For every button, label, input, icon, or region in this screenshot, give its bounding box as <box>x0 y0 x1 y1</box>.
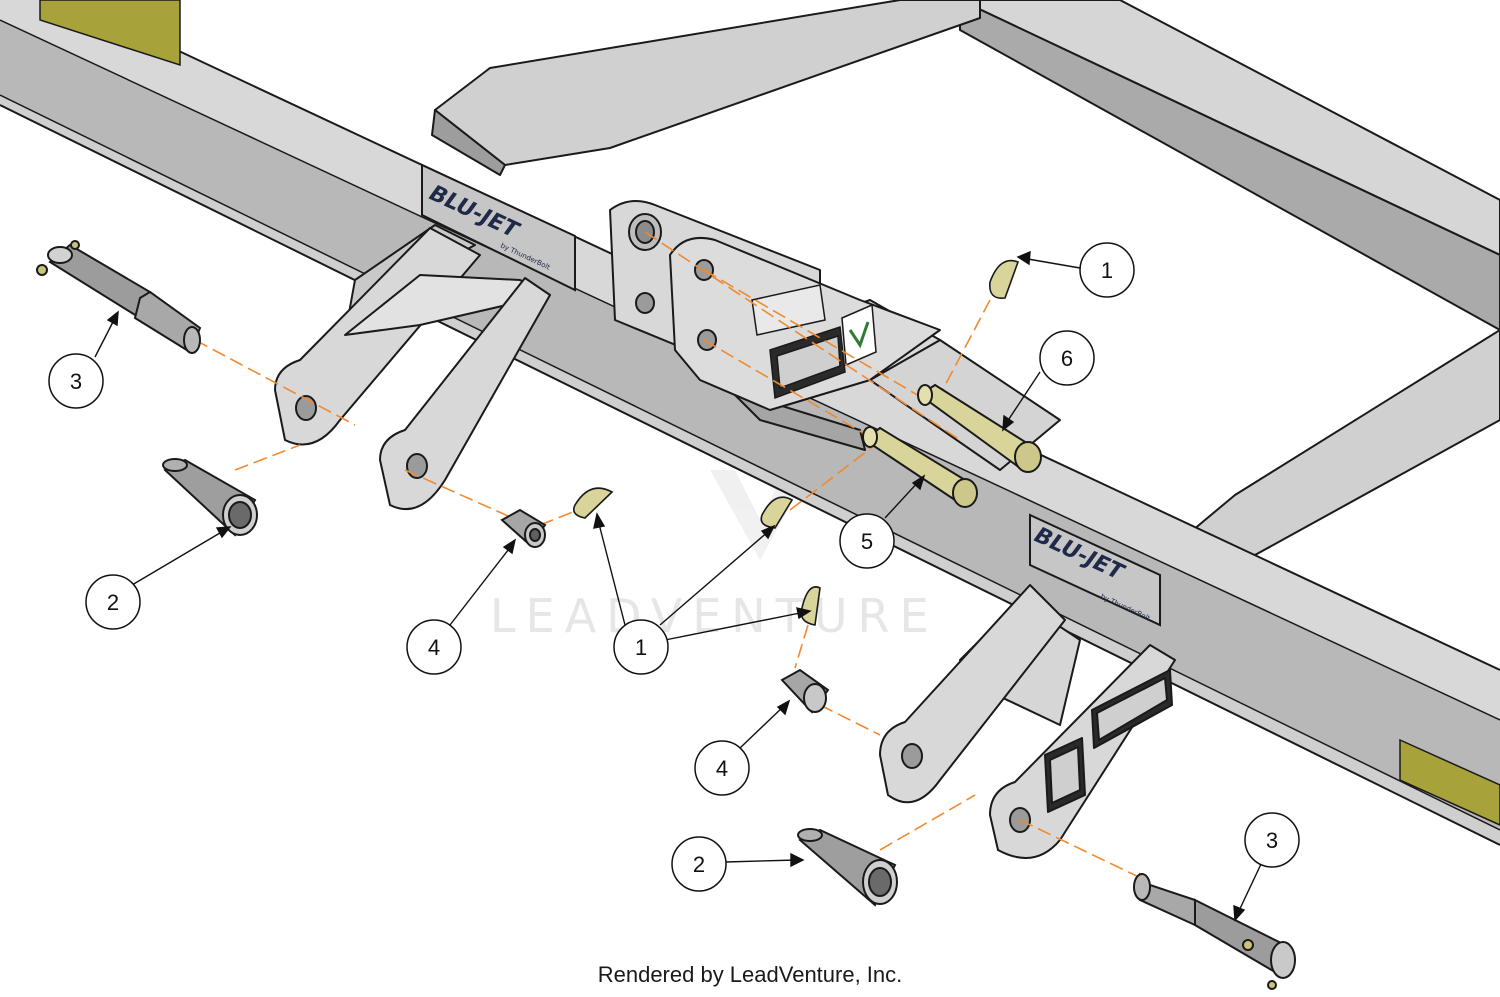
svg-text:1: 1 <box>1101 258 1113 283</box>
bushing-2-right <box>797 828 898 907</box>
watermark-text: LEADVENTURE <box>490 589 939 643</box>
upper-cross-member <box>431 0 981 176</box>
reflector-right <box>1399 738 1500 826</box>
callout-2-right: 2 <box>671 836 727 892</box>
svg-text:4: 4 <box>716 756 728 781</box>
callout-1-top: 1 <box>1079 242 1135 298</box>
callout-4-right: 4 <box>694 740 750 796</box>
right-arm-front <box>989 644 1176 859</box>
lynch-pin-1-top <box>988 259 1020 299</box>
pin-3-left <box>36 240 202 354</box>
callout-6: 6 <box>1039 330 1095 386</box>
pin-3-right <box>1133 872 1296 990</box>
spacer-4-left <box>500 508 547 548</box>
lower-cross-member <box>1171 329 1500 573</box>
svg-text:6: 6 <box>1061 346 1073 371</box>
lynch-pin-1-center <box>760 496 794 529</box>
rear-frame-rail <box>959 0 1500 331</box>
callout-5: 5 <box>839 513 895 569</box>
callout-3-left: 3 <box>48 353 104 409</box>
callout-2-left: 2 <box>85 574 141 630</box>
svg-text:2: 2 <box>107 590 119 615</box>
svg-text:1: 1 <box>635 635 647 660</box>
callout-4-left: 4 <box>406 619 462 675</box>
bushing-2-left <box>162 458 258 537</box>
svg-text:4: 4 <box>428 635 440 660</box>
svg-text:3: 3 <box>1266 828 1278 853</box>
svg-text:2: 2 <box>693 852 705 877</box>
spacer-4-right <box>780 668 830 714</box>
lynch-pin-1-left <box>572 487 614 519</box>
hitch-decals <box>751 284 877 400</box>
render-credit: Rendered by LeadVenture, Inc. <box>597 962 903 987</box>
callout-leaders <box>94 250 1263 922</box>
reflector-left <box>39 0 181 67</box>
pin-5 <box>862 426 978 508</box>
left-arm-front <box>344 274 551 510</box>
svg-text:5: 5 <box>861 529 873 554</box>
callout-1-bottom: 1 <box>613 619 669 675</box>
right-arm-rear <box>879 584 1081 804</box>
svg-text:3: 3 <box>70 369 82 394</box>
callout-3-right: 3 <box>1244 812 1300 868</box>
pin-6 <box>917 383 1042 473</box>
